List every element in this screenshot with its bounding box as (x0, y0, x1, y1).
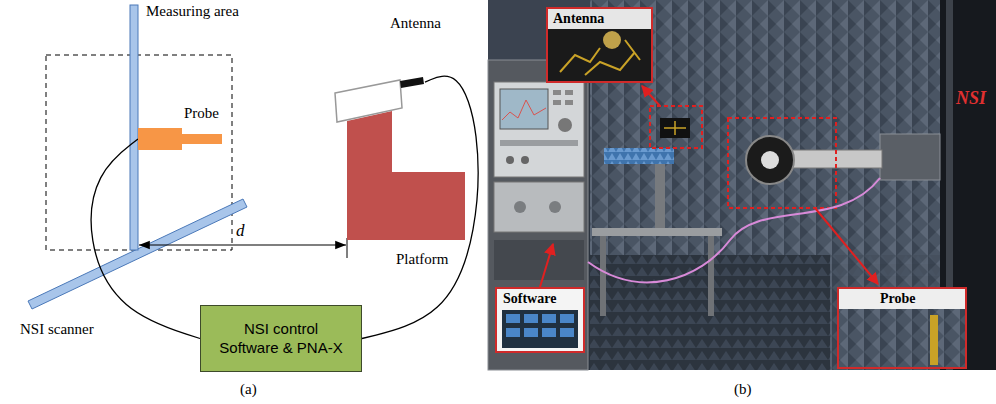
instrument-rack (500, 89, 548, 129)
software-inset (506, 314, 520, 323)
probe-body (138, 128, 182, 150)
scanner-vertical-bar (130, 5, 138, 250)
software-inset (496, 288, 584, 352)
probe-inset (839, 289, 965, 309)
table (592, 148, 722, 316)
software-inset (542, 314, 556, 323)
instrument-rack (506, 156, 514, 164)
software-inset (496, 288, 584, 352)
antenna-shape (333, 74, 425, 128)
probe-inset (930, 315, 938, 365)
instrument-rack (565, 90, 573, 95)
instrument-rack (488, 60, 588, 370)
panel-label: (a) (240, 380, 257, 398)
table (600, 236, 606, 316)
instrument-rack (488, 60, 588, 370)
instrument-rack (494, 240, 584, 280)
callout-arrows (540, 244, 553, 287)
antenna-photo (664, 121, 686, 135)
area-label: Measuring area (146, 2, 239, 20)
distance-dimension (347, 238, 348, 258)
scanner-vertical-bar (130, 5, 138, 250)
platform-label: Platform (396, 250, 449, 268)
callout-arrows (540, 86, 878, 287)
scanner-tower (880, 134, 940, 180)
table (604, 148, 674, 164)
antenna-inset (548, 9, 651, 29)
instrument-rack (494, 82, 584, 177)
software-inset (502, 310, 578, 348)
antenna-inset (547, 8, 652, 82)
instrument-rack (549, 201, 561, 213)
control-text: NSI control Software & PNA-X (216, 320, 346, 358)
instrument-rack (558, 118, 572, 132)
software-inset (560, 314, 574, 323)
control-box: NSI control Software & PNA-X (200, 305, 362, 372)
probe-inset (838, 288, 966, 368)
platform (347, 111, 465, 240)
probe-shape (138, 128, 222, 150)
antenna-label: Antenna (390, 14, 441, 33)
probe: Probe (138, 128, 222, 150)
distance-dimension (139, 244, 346, 245)
platform (347, 111, 465, 240)
instrument-rack (502, 100, 546, 120)
probe-photo (761, 151, 779, 169)
table (708, 236, 714, 316)
dimension-label: d (236, 221, 245, 241)
brand-label: NSI (956, 88, 986, 110)
antenna-photo (660, 118, 690, 138)
software-inset (542, 328, 556, 337)
antenna-board (335, 80, 402, 122)
instrument-rack (553, 90, 561, 95)
inset-label: Antenna (553, 11, 604, 28)
antenna-inset (603, 31, 621, 49)
software-inset (524, 314, 538, 323)
probe-label: Probe (184, 104, 219, 123)
scanner-label: NSI scanner (20, 320, 94, 338)
instrument-rack (521, 156, 529, 164)
antenna: Antenna (333, 74, 425, 128)
instrument-rack (565, 100, 573, 105)
probe-photo (728, 118, 836, 208)
antenna-inset (560, 40, 640, 75)
instrument-rack (500, 140, 578, 146)
inset-label: Software (503, 291, 556, 308)
probe-inset (838, 288, 966, 368)
antenna-inset (547, 8, 652, 82)
photo (488, 0, 996, 370)
instrument-rack (494, 182, 584, 232)
callout-arrows (642, 86, 660, 106)
antenna-connector (400, 77, 424, 88)
instrument-rack (514, 201, 526, 213)
distance-dimension (139, 238, 347, 258)
panel-label: (b) (734, 380, 752, 398)
software-inset (524, 328, 538, 337)
probe-photo (728, 118, 882, 208)
photo-cable (588, 178, 880, 282)
software-inset (506, 328, 520, 337)
antenna-photo (650, 106, 702, 148)
cable (91, 139, 200, 339)
callout-arrows (815, 208, 878, 284)
instrument-rack (553, 100, 561, 105)
cable (362, 76, 478, 338)
photo-cable (588, 178, 880, 282)
software-inset (560, 328, 574, 337)
probe-tip (182, 134, 222, 144)
table (592, 228, 722, 236)
antenna-photo (650, 106, 702, 148)
probe-photo (746, 136, 794, 184)
photo (488, 0, 996, 370)
inset-label: Probe (880, 291, 916, 308)
